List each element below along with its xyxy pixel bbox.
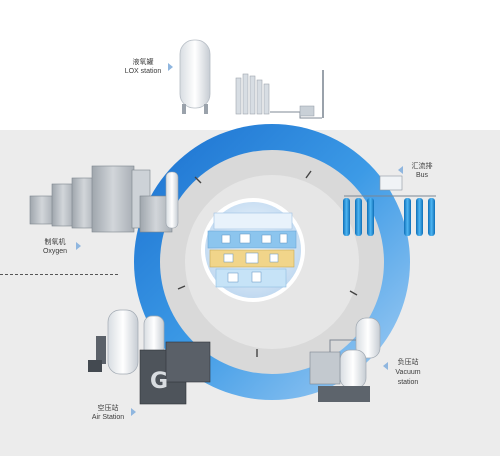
- hospital-cutaway-icon: [201, 198, 305, 302]
- air-pointer-icon: [131, 408, 136, 416]
- oxygen-label-en: Oxygen: [42, 248, 68, 255]
- ring-tick-marks: [177, 170, 358, 357]
- lox-tank-icon: [179, 39, 324, 119]
- vacuum-pointer-icon: [383, 362, 388, 370]
- air-label-cn: 空压站: [97, 405, 119, 412]
- vacuum-station-label: 负压站 Vacuum station: [388, 358, 428, 388]
- vacuum-label-en: Vacuum station: [395, 369, 421, 386]
- svg-text:G: G: [150, 369, 168, 394]
- oxygen-pointer-icon: [76, 242, 81, 250]
- lox-pointer-icon: [168, 63, 173, 71]
- air-compressor-icon: G: [88, 309, 211, 405]
- dashed-divider: [0, 274, 118, 275]
- lox-label-cn: 液氧罐: [132, 59, 154, 66]
- oxygen-label-cn: 制氧机: [44, 239, 66, 246]
- vacuum-pump-icon: [309, 317, 381, 402]
- bus-label-en: Bus: [415, 172, 429, 179]
- bus-label-cn: 汇流排: [411, 163, 433, 170]
- vacuum-label-cn: 负压站: [397, 359, 419, 366]
- oxygen-generator-icon: [29, 165, 179, 233]
- air-label-en: Air Station: [91, 414, 125, 421]
- bus-pointer-icon: [398, 166, 403, 174]
- oxygen-station-label: 制氧机 Oxygen: [35, 238, 75, 256]
- lox-label-en: LOX station: [124, 68, 162, 75]
- gas-cylinder-manifold-icon: [343, 175, 436, 236]
- bus-station-label: 汇流排 Bus: [402, 162, 442, 180]
- air-station-label: 空压站 Air Station: [82, 404, 134, 422]
- lox-station-label: 液氧罐 LOX station: [118, 58, 168, 76]
